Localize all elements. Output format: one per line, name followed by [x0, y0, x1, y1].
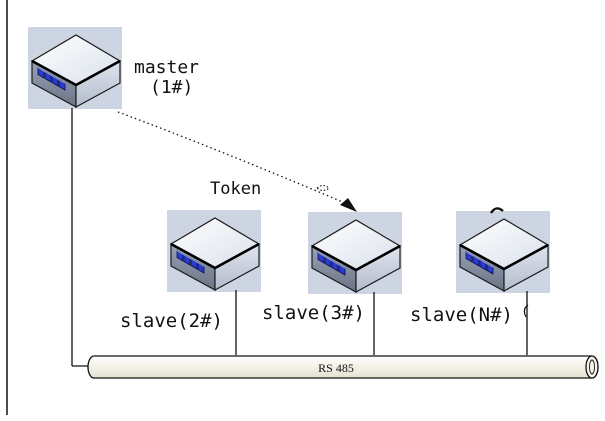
slave-n-switch-icon	[454, 209, 552, 295]
token-label: Token	[210, 179, 261, 199]
token-arrowhead-icon	[340, 198, 357, 212]
token-dotted-arrow	[117, 111, 346, 204]
master-name-label: master	[134, 57, 199, 78]
slave-n-cable-hook	[489, 207, 504, 214]
master-switch-icon	[26, 25, 124, 111]
slave-2-switch-icon	[165, 208, 263, 294]
slave-3-label: slave(3#)	[262, 302, 365, 324]
token-curl-mark	[316, 184, 330, 192]
slave-n-label: slave(N#)	[410, 304, 513, 326]
rs485-bus	[87, 355, 599, 379]
bus-label: RS 485	[318, 361, 354, 375]
master-id-label: (1#)	[150, 77, 193, 98]
slave-3-switch-icon	[306, 210, 404, 296]
slave-2-label: slave(2#)	[120, 310, 223, 332]
